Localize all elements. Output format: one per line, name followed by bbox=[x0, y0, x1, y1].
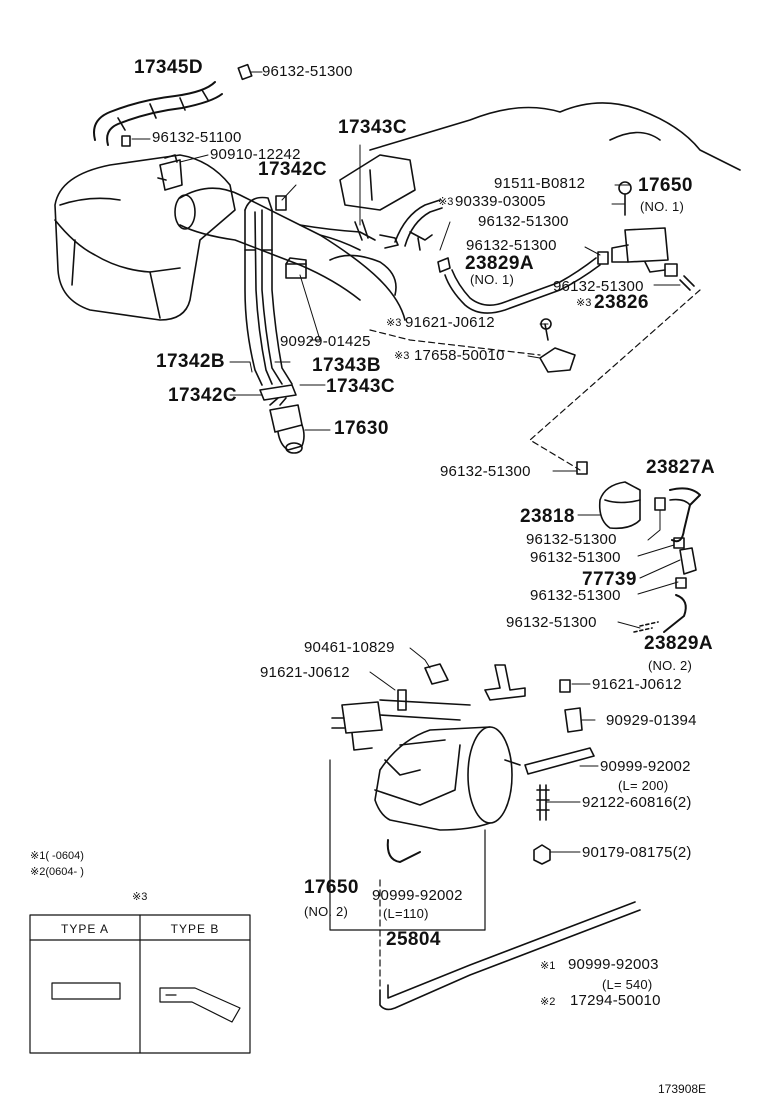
hose-17345D bbox=[93, 81, 223, 146]
label-96132-51300-g: 96132-51300 bbox=[530, 549, 621, 566]
label-17343B: 17343B bbox=[312, 355, 381, 376]
leader-lines bbox=[131, 71, 681, 853]
label-17342C-top: 17342C bbox=[258, 159, 327, 180]
label-17343C-top: 17343C bbox=[338, 117, 407, 138]
label-25804: 25804 bbox=[386, 929, 441, 950]
hose-23829A-no1 bbox=[444, 264, 601, 314]
label-91511-B0812: 91511-B0812 bbox=[494, 175, 586, 192]
label-90999-92002-a: 90999-92002 bbox=[600, 758, 691, 775]
note-1: ※1( -0604) bbox=[30, 850, 84, 862]
hose-90999-92003 bbox=[379, 909, 641, 1011]
label-23826: 23826 bbox=[594, 292, 649, 313]
label-no2-b: (NO. 2) bbox=[304, 904, 349, 919]
label-23829A-no1: 23829A bbox=[465, 253, 534, 274]
vsv-17650-no2 bbox=[331, 701, 383, 751]
label-91621-J0612-c: 91621-J0612 bbox=[592, 676, 682, 693]
hoses-17342B-17343B bbox=[244, 196, 293, 386]
label-90179-08175: 90179-08175(2) bbox=[582, 844, 692, 861]
label-l110: (L=110) bbox=[383, 906, 429, 921]
label-90999-92003: 90999-92003 bbox=[568, 956, 659, 973]
label-91621-J0612-b: 91621-J0612 bbox=[260, 664, 350, 681]
label-17658-50010: 17658-50010 bbox=[414, 347, 505, 364]
label-90910-12242: 90910-12242 bbox=[210, 146, 301, 163]
label-96132-51300-b: 96132-51300 bbox=[478, 213, 569, 230]
fuel-tank bbox=[54, 154, 236, 321]
label-96132-51300-i: 96132-51300 bbox=[506, 614, 597, 631]
type-box bbox=[29, 914, 251, 1054]
label-90461-10829: 90461-10829 bbox=[304, 639, 395, 656]
mark-3-c: ※3 bbox=[386, 317, 402, 329]
filter-23818 bbox=[576, 461, 641, 530]
label-23829A-no2: 23829A bbox=[644, 633, 713, 654]
label-no2-a: (NO. 2) bbox=[648, 658, 693, 673]
mark-3-d: ※3 bbox=[394, 350, 410, 362]
type-b-label: TYPE B bbox=[170, 922, 220, 936]
hose-23827A bbox=[669, 487, 701, 543]
label-90999-92002-b: 90999-92002 bbox=[372, 887, 463, 904]
dashed-route bbox=[529, 289, 701, 471]
label-77739: 77739 bbox=[582, 569, 637, 590]
mark-1-part: ※1 bbox=[540, 960, 556, 972]
bracket-17658-50010 bbox=[539, 347, 576, 373]
label-96132-51100: 96132-51100 bbox=[152, 129, 242, 146]
mark-2-part: ※2 bbox=[540, 996, 556, 1008]
valve-17630 bbox=[269, 404, 305, 454]
label-90929-01425: 90929-01425 bbox=[280, 333, 371, 350]
diagram-code: 173908E bbox=[658, 1082, 707, 1096]
label-17650-no1: 17650 bbox=[638, 175, 693, 196]
label-92122-60816: 92122-60816(2) bbox=[582, 794, 692, 811]
label-90339-03005: 90339-03005 bbox=[455, 193, 546, 210]
type-a-label: TYPE A bbox=[60, 922, 110, 936]
clamp-17342C-top bbox=[275, 195, 287, 211]
filler-pipe bbox=[174, 187, 406, 321]
canister-25804 bbox=[374, 726, 521, 831]
label-17343C-bot: 17343C bbox=[326, 376, 395, 397]
label-90929-01394: 90929-01394 bbox=[606, 712, 697, 729]
label-96132-51300-e: 96132-51300 bbox=[440, 463, 531, 480]
valve-77739 bbox=[679, 547, 697, 575]
label-96132-51300-f: 96132-51300 bbox=[526, 531, 617, 548]
support-plate bbox=[339, 154, 416, 211]
label-96132-51300-c: 96132-51300 bbox=[466, 237, 557, 254]
label-96132-51300-h: 96132-51300 bbox=[530, 587, 621, 604]
label-17630: 17630 bbox=[334, 418, 389, 439]
label-l540: (L= 540) bbox=[602, 977, 653, 992]
label-no1-b: (NO. 1) bbox=[470, 272, 515, 287]
label-91621-J0612-a: 91621-J0612 bbox=[405, 314, 495, 331]
label-l200: (L= 200) bbox=[618, 778, 669, 793]
clip-96132-51300-top bbox=[237, 63, 253, 81]
mark-3-a: ※3 bbox=[438, 196, 454, 208]
hose-23829A-no2 bbox=[663, 594, 687, 633]
label-96132-51300-a: 96132-51300 bbox=[262, 63, 353, 80]
engine-outline bbox=[369, 102, 741, 171]
label-17342B: 17342B bbox=[156, 351, 225, 372]
note-2: ※2(0604- ) bbox=[30, 866, 84, 878]
label-96132-51300-d: 96132-51300 bbox=[553, 278, 644, 295]
label-17345D: 17345D bbox=[134, 57, 203, 78]
mark-3-box: ※3 bbox=[132, 891, 148, 903]
label-17294-50010: 17294-50010 bbox=[570, 992, 661, 1009]
label-17342C-bot: 17342C bbox=[168, 385, 237, 406]
label-23827A: 23827A bbox=[646, 457, 715, 478]
mark-3-b: ※3 bbox=[576, 297, 592, 309]
label-23818: 23818 bbox=[520, 506, 575, 527]
label-17650-no2: 17650 bbox=[304, 877, 359, 898]
label-no1-a: (NO. 1) bbox=[640, 199, 685, 214]
sensor-90910-12242 bbox=[157, 154, 183, 191]
